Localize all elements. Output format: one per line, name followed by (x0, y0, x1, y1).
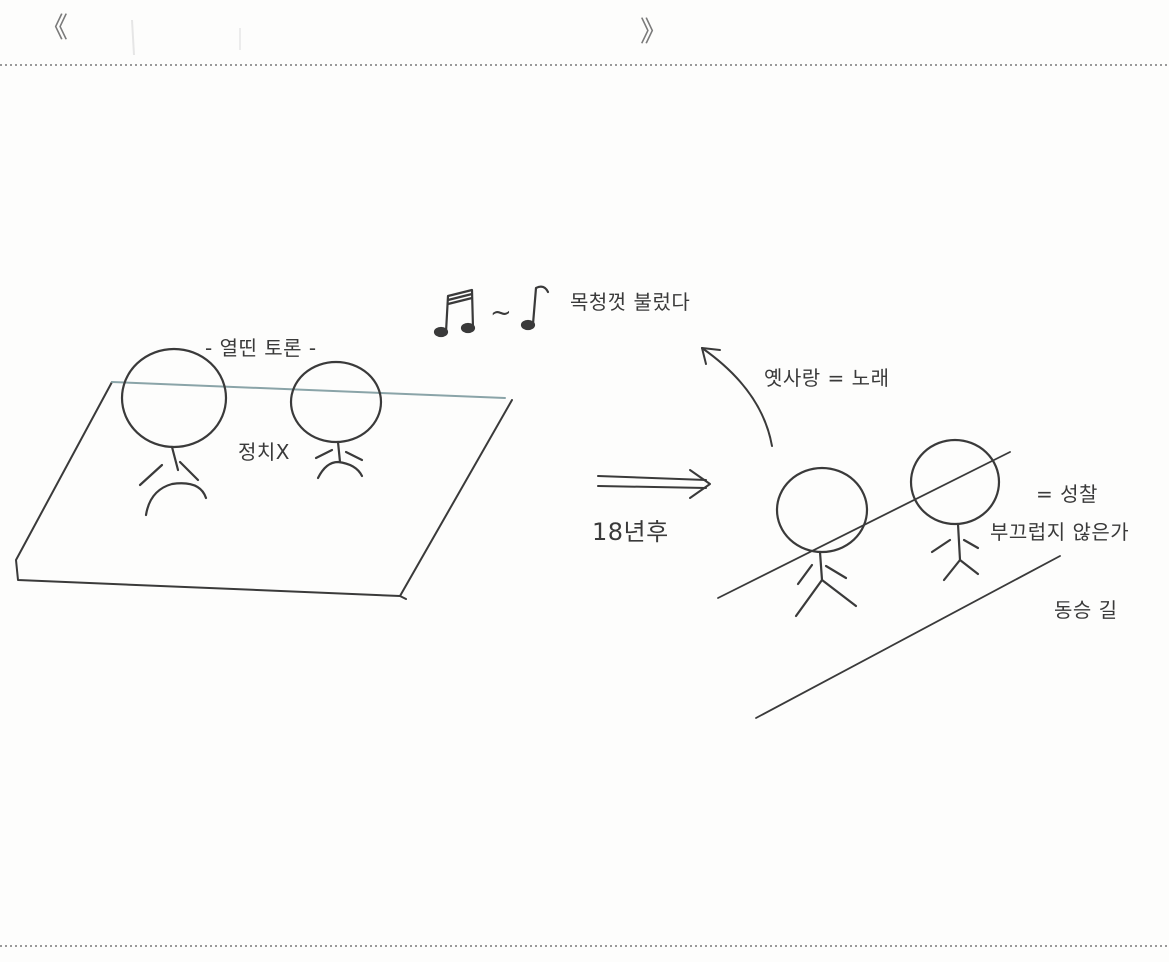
label-tilde: ~ (490, 298, 513, 328)
person-right-2 (909, 438, 1001, 582)
faint-header-tick (131, 19, 135, 56)
label-politics-x: 정치X (238, 440, 291, 464)
up-arrow (701, 347, 773, 447)
label-not-ashamed: 부끄럽지 않은가 (990, 520, 1130, 544)
double-arrow (597, 469, 711, 499)
person-right-1 (775, 466, 869, 618)
label-sang: 목청껏 불렀다 (570, 290, 691, 314)
label-old-love-song: 옛사랑 = 노래 (764, 366, 890, 390)
open-bracket: 《 (40, 11, 69, 44)
label-eighteen-years-later: 18년후 (592, 518, 669, 546)
person-left-2 (289, 360, 383, 480)
label-reflection: = 성찰 (1036, 482, 1098, 506)
music-notes-icon (433, 285, 550, 338)
label-debate: - 열띤 토론 - (205, 336, 317, 360)
debate-table (15, 381, 513, 600)
person-left-1 (120, 347, 228, 517)
walkway (717, 451, 1061, 719)
label-walkway: 동승 길 (1054, 598, 1118, 622)
close-bracket: 》 (640, 15, 669, 48)
